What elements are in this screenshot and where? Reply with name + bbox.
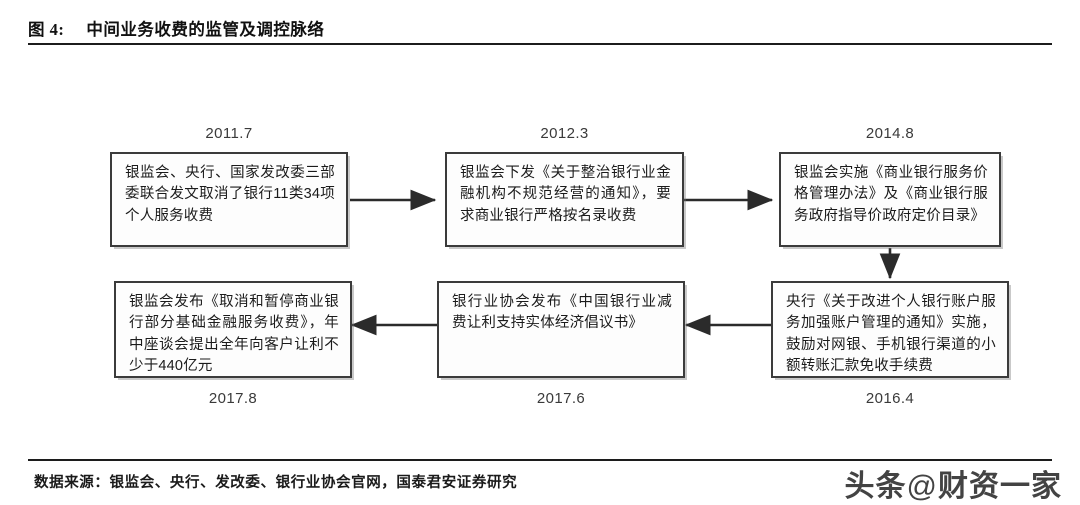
date-label-2016-4: 2016.4 [865, 390, 915, 407]
node-2017-6[interactable]: 银行业协会发布《中国银行业减费让利支持实体经济倡议书》 [437, 281, 685, 378]
date-label-2017-8: 2017.8 [208, 390, 258, 407]
node-text: 银监会、央行、国家发改委三部委联合发文取消了银行11类34项个人服务收费 [125, 165, 335, 224]
date-label-2012-3: 2012.3 [540, 125, 589, 142]
node-2017-8[interactable]: 银监会发布《取消和暂停商业银行部分基础金融服务收费》，年中座谈会提出全年向客户让… [114, 281, 352, 378]
node-2011-7[interactable]: 银监会、央行、国家发改委三部委联合发文取消了银行11类34项个人服务收费 [110, 152, 348, 247]
source-note: 数据来源：银监会、央行、发改委、银行业协会官网，国泰君安证券研究 [34, 475, 518, 491]
node-text: 央行《关于改进个人银行账户服务加强账户管理的通知》实施，鼓励对网银、手机银行渠道… [786, 294, 996, 375]
node-text: 银监会下发《关于整治银行业金融机构不规范经营的通知》，要求商业银行严格按名录收费 [460, 165, 671, 224]
node-2014-8[interactable]: 银监会实施《商业银行服务价格管理办法》及《商业银行服务政府指导价政府定价目录》 [779, 152, 1001, 247]
watermark-at: @ [906, 470, 938, 503]
footer-divider [28, 459, 1052, 461]
figure-number: 图 4: [28, 20, 65, 39]
node-text: 银监会实施《商业银行服务价格管理办法》及《商业银行服务政府指导价政府定价目录》 [794, 165, 988, 224]
watermark-suffix: 财资一家 [938, 470, 1062, 503]
figure-title-text: 中间业务收费的监管及调控脉络 [86, 20, 325, 39]
page-title: 图 4: 中间业务收费的监管及调控脉络 [28, 16, 324, 40]
node-text: 银监会发布《取消和暂停商业银行部分基础金融服务收费》，年中座谈会提出全年向客户让… [129, 294, 339, 375]
header-divider [28, 43, 1052, 45]
watermark: 头条@财资一家 [845, 461, 1062, 505]
flowchart-canvas: 2011.7 银监会、央行、国家发改委三部委联合发文取消了银行11类34项个人服… [0, 48, 1080, 456]
node-2012-3[interactable]: 银监会下发《关于整治银行业金融机构不规范经营的通知》，要求商业银行严格按名录收费 [445, 152, 684, 247]
node-2016-4[interactable]: 央行《关于改进个人银行账户服务加强账户管理的通知》实施，鼓励对网银、手机银行渠道… [771, 281, 1009, 378]
date-label-2011-7: 2011.7 [205, 125, 253, 142]
node-text: 银行业协会发布《中国银行业减费让利支持实体经济倡议书》 [452, 294, 672, 332]
date-label-2017-6: 2017.6 [536, 390, 586, 407]
watermark-prefix: 头条 [844, 470, 907, 503]
date-label-2014-8: 2014.8 [865, 125, 915, 142]
